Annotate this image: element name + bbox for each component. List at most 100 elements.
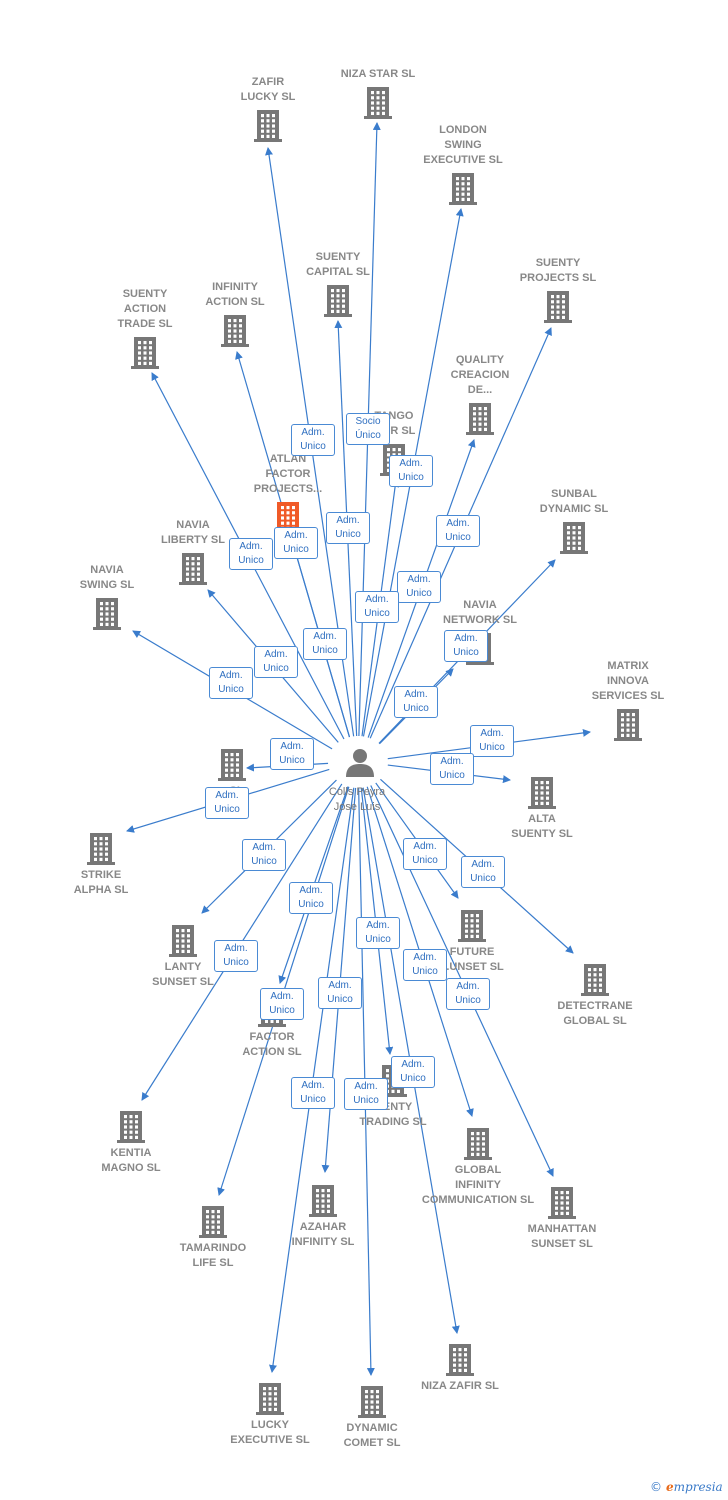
company-label-line: NAVIA (90, 564, 124, 576)
edge-role-badge[interactable]: Adm. Unico (436, 515, 480, 547)
edge-role-badge[interactable]: Adm. Unico (403, 949, 447, 981)
building-icon (548, 1185, 576, 1224)
edge-role-badge[interactable]: Adm. Unico (291, 424, 335, 456)
company-label-line: TAMARINDO (179, 1242, 247, 1254)
company-label-line: ACTION (123, 303, 167, 315)
company-label-line: TRADING SL (359, 1116, 427, 1128)
building-icon (358, 1384, 386, 1423)
edge-role-badge[interactable]: Adm. Unico (389, 455, 433, 487)
company-label-line: INFINITY SL (291, 1236, 355, 1248)
company-label-line: MANHATTAN (527, 1223, 597, 1235)
company-label-line: PROJECTS SL (519, 272, 597, 284)
building-icon (218, 747, 246, 786)
company-label-line: NAVIA (463, 599, 497, 611)
building-icon (446, 1342, 474, 1381)
edge-role-badge[interactable]: Adm. Unico (242, 839, 286, 871)
building-icon (449, 171, 477, 210)
edge-role-badge[interactable]: Adm. Unico (403, 838, 447, 870)
company-label-line: SUNSET SL (152, 976, 214, 988)
company-label-line: ACTION SL (242, 1046, 302, 1058)
edge-role-badge[interactable]: Adm. Unico (318, 977, 362, 1009)
edge-role-badge[interactable]: Adm. Unico (289, 882, 333, 914)
edge-role-badge[interactable]: Adm. Unico (470, 725, 514, 757)
company-label-line: INFINITY (212, 281, 258, 293)
edge-role-badge[interactable]: Adm. Unico (274, 527, 318, 559)
company-label-line: LIFE SL (192, 1257, 234, 1269)
company-label-line: NAVIA (176, 519, 210, 531)
building-icon (464, 1126, 492, 1165)
person-icon (345, 747, 375, 782)
company-label: SUNBAL DYNAMIC SL (540, 487, 608, 517)
company-label: NIZA STAR SL (341, 67, 416, 82)
edge-role-badge[interactable]: Adm. Unico (254, 646, 298, 678)
edge-role-badge[interactable]: Adm. Unico (430, 753, 474, 785)
building-icon (614, 707, 642, 746)
edge-role-badge[interactable]: Adm. Unico (446, 978, 490, 1010)
company-label-line: NETWORK SL (443, 614, 517, 626)
company-label-line: DYNAMIC SL (539, 503, 609, 515)
edge-role-badge[interactable]: Adm. Unico (229, 538, 273, 570)
building-icon (131, 335, 159, 374)
edge-role-badge[interactable]: Adm. Unico (205, 787, 249, 819)
edge-role-badge[interactable]: Adm. Unico (214, 940, 258, 972)
building-icon (221, 313, 249, 352)
company-label-line: NIZA ZAFIR SL (421, 1380, 499, 1392)
edge-role-badge[interactable]: Adm. Unico (397, 571, 441, 603)
building-icon (560, 520, 588, 559)
company-label-line: CREACION (450, 369, 510, 381)
edge-role-badge[interactable]: Adm. Unico (344, 1078, 388, 1110)
edge-role-badge[interactable]: Adm. Unico (391, 1056, 435, 1088)
company-label-line: KENTIA (110, 1147, 152, 1159)
company-label-line: ALTA (528, 813, 556, 825)
company-label-line: SUENTY (315, 251, 361, 263)
center-person-name: Colls Peyra Jose Luis (328, 786, 386, 813)
building-icon (528, 775, 556, 814)
edge-role-badge[interactable]: Adm. Unico (326, 512, 370, 544)
company-label-line: INFINITY (455, 1179, 501, 1191)
company-label-line: INNOVA (607, 675, 649, 687)
company-label-line: FACTOR (265, 468, 311, 480)
company-label-line: FUTURE (449, 946, 495, 958)
company-label-line: SUNSET SL (531, 1238, 593, 1250)
edge-role-badge[interactable]: Adm. Unico (270, 738, 314, 770)
company-label-line: ATLAN (269, 453, 307, 465)
building-icon (466, 401, 494, 440)
edge-role-badge[interactable]: Adm. Unico (461, 856, 505, 888)
company-label-line: AZAHAR (299, 1221, 347, 1233)
edge-role-badge[interactable]: Adm. Unico (356, 917, 400, 949)
building-icon (544, 289, 572, 328)
company-label-line: SUNBAL (551, 488, 597, 500)
company-label-line: SWING SL (79, 579, 135, 591)
building-icon (581, 962, 609, 1001)
company-label-line: MATRIX (607, 660, 649, 672)
building-icon (117, 1109, 145, 1148)
edge-role-badge[interactable]: Adm. Unico (355, 591, 399, 623)
company-label-line: EXECUTIVE SL (230, 1434, 310, 1446)
edge-role-badge[interactable]: Adm. Unico (209, 667, 253, 699)
company-label-line: DETECTRANE (557, 1000, 633, 1012)
empresia-logo[interactable]: ©empresia (650, 1480, 723, 1494)
company-label-line: COMMUNICATION SL (421, 1194, 535, 1206)
company-label-line: LUCKY SL (240, 91, 296, 103)
edge-role-badge[interactable]: Adm. Unico (260, 988, 304, 1020)
edge-role-badge[interactable]: Adm. Unico (444, 630, 488, 662)
company-label: FUTURE...UNSET SL (440, 945, 504, 975)
edge-role-badge[interactable]: Socio Único (346, 413, 390, 445)
edge-role-badge[interactable]: Adm. Unico (291, 1077, 335, 1109)
company-label-line: ZAFIR (251, 76, 285, 88)
edge-role-badge[interactable]: Adm. Unico (394, 686, 438, 718)
edge-role-badge[interactable]: Adm. Unico (303, 628, 347, 660)
company-label: NIZA ZAFIR SL (421, 1379, 499, 1394)
company-label-line: SERVICES SL (591, 690, 665, 702)
